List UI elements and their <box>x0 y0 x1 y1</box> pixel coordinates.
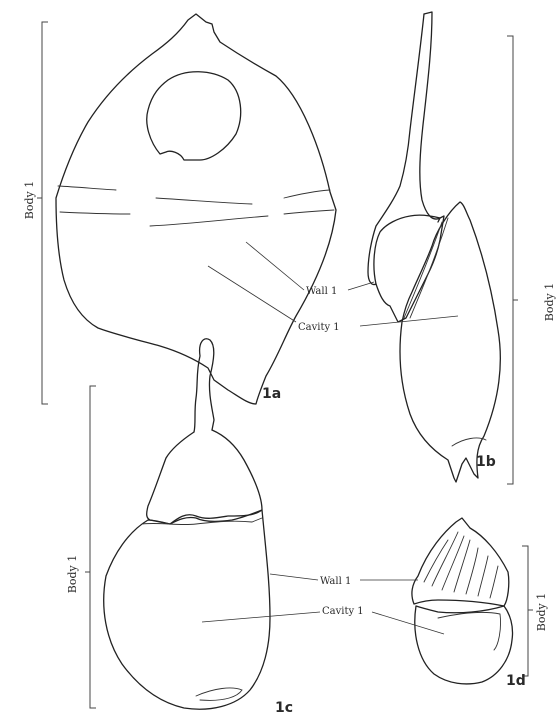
scale-bar-1d <box>522 546 528 676</box>
opening-1a <box>147 72 241 160</box>
scale-bar-1c <box>90 386 96 708</box>
scale-label-1a: Body 1 <box>23 181 36 219</box>
specimen-outline-1d <box>415 606 513 684</box>
scale-label-1b: Body 1 <box>543 283 556 321</box>
callouts-lower: Wall 1 Cavity 1 <box>202 574 444 634</box>
wall-label-lower: Wall 1 <box>320 576 351 587</box>
wall-leader-upper-right <box>348 282 374 290</box>
seam-lower-1a <box>60 212 130 214</box>
cavity-leader-upper <box>208 266 296 322</box>
seam-lower-mid-1a <box>150 216 268 226</box>
panel-label-1a: 1a <box>262 386 281 402</box>
cap-1d <box>412 518 509 606</box>
inner-line-1d <box>438 612 501 650</box>
seam-upper-1a <box>58 186 116 190</box>
cavity-leader-lower-right <box>372 612 444 634</box>
seam-lower-right-1a <box>284 210 334 214</box>
panel-1d: Body 1 1d <box>412 518 548 689</box>
wall-label-upper: Wall 1 <box>306 286 337 297</box>
cap-1c <box>147 430 262 524</box>
cavity-leader-lower <box>202 612 320 622</box>
rim-line-inner-1b <box>410 218 448 318</box>
rim-line-1b <box>404 222 442 318</box>
scale-label-1d: Body 1 <box>535 593 548 631</box>
panel-label-1c: 1c <box>275 700 293 716</box>
cavity-leader-upper-right <box>360 316 458 326</box>
stalk-1b <box>420 12 440 222</box>
scale-label-1c: Body 1 <box>66 555 79 593</box>
scale-bar-1a <box>42 22 48 404</box>
panel-label-1b: 1b <box>476 454 496 470</box>
wall-leader-lower <box>270 574 318 580</box>
panel-1a: Body 1 1a <box>23 14 336 404</box>
panel-label-1d: 1d <box>506 673 526 689</box>
seam-upper-1b-seg <box>156 198 252 204</box>
stalk-1c <box>194 339 214 432</box>
callouts-upper: Wall 1 Cavity 1 <box>208 242 458 333</box>
cavity-label-upper: Cavity 1 <box>298 322 340 333</box>
specimen-outline-1a <box>56 14 336 404</box>
panel-1b: Body 1 1b <box>368 12 556 484</box>
seam-upper-right-1a <box>284 190 330 198</box>
scale-bar-1b <box>507 36 513 484</box>
cavity-label-lower: Cavity 1 <box>322 606 364 617</box>
specimen-outline-1c <box>104 510 270 709</box>
wall-leader-upper <box>246 242 304 290</box>
base-notch-1c <box>196 688 242 700</box>
